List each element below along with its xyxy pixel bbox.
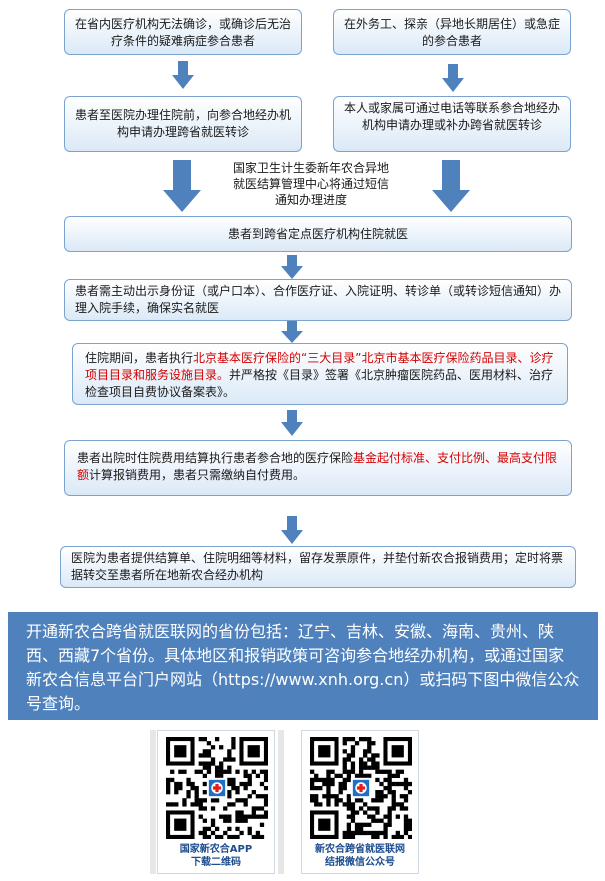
stay-text-highlight: 北京基本医疗保险的“三大目录”北京市基本医疗保险药品目录、诊疗项目目录和服务设施… (85, 351, 554, 382)
discharge-text-highlight: 基金起付标准、支付比例、最高支付限额 (77, 451, 558, 482)
stay-text-a: 住院期间，患者执行 (85, 351, 194, 365)
step-box-hospital-stay: 住院期间，患者执行北京基本医疗保险的“三大目录”北京市基本医疗保险药品目录、诊疗… (72, 343, 568, 405)
qr-card-wechat: 新农合跨省就医联网 结报微信公众号 (301, 730, 419, 874)
down-arrow-icon (172, 61, 194, 89)
down-arrow-icon (432, 160, 470, 212)
qr-divider (278, 730, 284, 874)
step-text: 本人或家属可通过电话等联系参合地经办机构申请办理或补办跨省就医转诊 (344, 101, 561, 132)
qr-caption-line: 下载二维码 (191, 857, 241, 868)
qr-divider (150, 730, 156, 874)
qr-caption: 新农合跨省就医联网 结报微信公众号 (302, 843, 418, 869)
step-box-discharge-settlement: 患者出院时住院费用结算执行患者参合地的医疗保险基金起付标准、支付比例、最高支付限… (64, 440, 572, 496)
down-arrow-icon (281, 321, 303, 343)
sms-notice-note: 国家卫生计生委新年农合异地就医结算管理中心将通过短信通知办理进度 (232, 160, 390, 210)
down-arrow-icon (281, 255, 303, 279)
down-arrow-icon (163, 160, 201, 212)
step-box-phone-referral: 本人或家属可通过电话等联系参合地经办机构申请办理或补办跨省就医转诊 (333, 96, 571, 152)
qr-card-app: 国家新农合APP 下载二维码 (157, 730, 275, 874)
note-text: 国家卫生计生委新年农合异地就医结算管理中心将通过短信通知办理进度 (232, 161, 389, 207)
step-box-hospital-advance-payment: 医院为患者提供结算单、住院明细等材料，留存发票原件，并垫付新农合报销费用；定时将… (60, 546, 576, 588)
qr-caption: 国家新农合APP 下载二维码 (158, 843, 274, 869)
step-text: 医院为患者提供结算单、住院明细等材料，留存发票原件，并垫付新农合报销费用；定时将… (71, 551, 564, 582)
qr-caption-line: 结报微信公众号 (325, 857, 395, 868)
province-info-banner: 开通新农合跨省就医联网的省份包括：辽宁、吉林、安徽、海南、贵州、陕西、西藏7个省… (8, 612, 598, 720)
qr-caption-line: 国家新农合APP (179, 844, 253, 855)
step-text: 患者至医院办理住院前，向参合地经办机构申请办理跨省就医转诊 (75, 108, 292, 139)
step-text: 在外务工、探亲（异地长期居住）或急症的参合患者 (344, 17, 561, 48)
step-text: 患者需主动出示身份证（或户口本）、合作医疗证、入院证明、转诊单（或转诊短信通知）… (75, 284, 562, 315)
stay-text-b: 并严格按《目录》签署《北京肿瘤医院药品、医用材料、治疗检查项目自费协议备案表》。 (85, 368, 554, 399)
down-arrow-icon (281, 410, 303, 436)
step-box-admission: 患者需主动出示身份证（或户口本）、合作医疗证、入院证明、转诊单（或转诊短信通知）… (64, 279, 572, 321)
discharge-text-b: 计算报销费用，患者只需缴纳自付费用。 (89, 468, 306, 482)
discharge-text-a: 患者出院时住院费用结算执行患者参合地的医疗保险 (77, 451, 354, 465)
down-arrow-icon (281, 516, 303, 544)
step-box-hospital-visit: 患者到跨省定点医疗机构住院就医 (64, 216, 572, 252)
qr-code-icon (166, 737, 268, 839)
step-box-referral-before-admission: 患者至医院办理住院前，向参合地经办机构申请办理跨省就医转诊 (64, 96, 302, 152)
banner-text: 开通新农合跨省就医联网的省份包括：辽宁、吉林、安徽、海南、贵州、陕西、西藏7个省… (26, 622, 580, 713)
step-text: 患者到跨省定点医疗机构住院就医 (227, 227, 408, 241)
qr-code-icon (310, 737, 412, 839)
step-text: 在省内医疗机构无法确诊，或确诊后无治疗条件的疑难病症参合患者 (75, 17, 292, 48)
down-arrow-icon (442, 64, 464, 92)
qr-caption-line: 新农合跨省就医联网 (315, 844, 405, 855)
step-box-local-patients: 在省内医疗机构无法确诊，或确诊后无治疗条件的疑难病症参合患者 (64, 9, 302, 55)
step-box-remote-patients: 在外务工、探亲（异地长期居住）或急症的参合患者 (333, 9, 571, 55)
